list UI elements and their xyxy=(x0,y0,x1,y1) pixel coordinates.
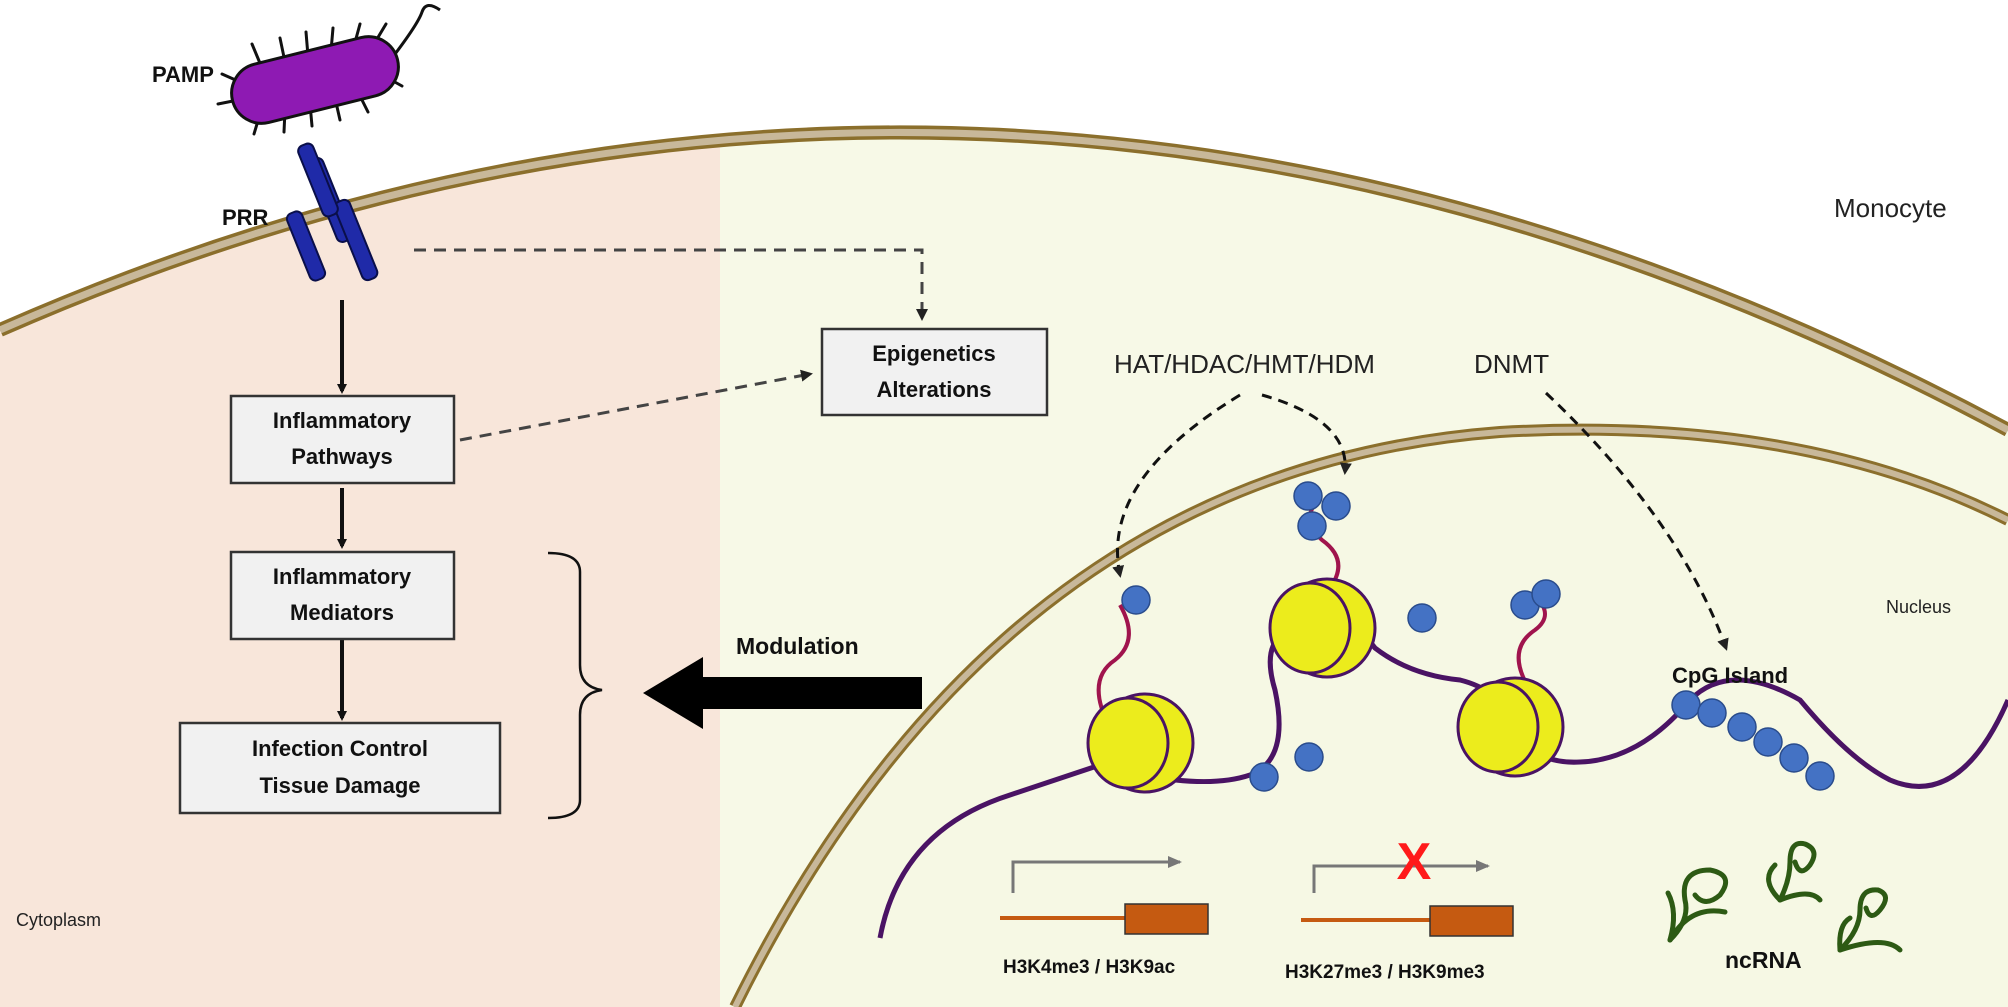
arrow-enzymes-to-nucleosome-1 xyxy=(1112,393,1241,578)
monocyte-label: Monocyte xyxy=(1834,193,1947,223)
gene-active-label: H3K4me3 / H3K9ac xyxy=(1003,957,1176,978)
epigenetics-box: Epigenetics Alterations xyxy=(820,327,1049,417)
dnmt-label: DNMT xyxy=(1474,349,1549,379)
pathways-box: Inflammatory Pathways xyxy=(229,394,456,485)
pathways-line1: Inflammatory xyxy=(273,408,412,433)
ncrna-icon xyxy=(1665,840,1903,953)
pathways-line2: Pathways xyxy=(291,444,393,469)
arrow-prr-to-epigenetics xyxy=(414,248,928,321)
histone-enzymes-label: HAT/HDAC/HMT/HDM xyxy=(1114,349,1375,379)
epigenetics-line2: Alterations xyxy=(877,377,992,402)
arrow-enzymes-to-nucleosome-2 xyxy=(1261,393,1352,475)
epigenetics-line1: Epigenetics xyxy=(872,341,995,366)
nucleosome-1 xyxy=(1086,692,1195,794)
outcome-line1: Infection Control xyxy=(252,736,428,761)
prr-label: PRR xyxy=(222,205,269,230)
gene-body-active xyxy=(1124,903,1209,935)
mediators-line1: Inflammatory xyxy=(273,564,412,589)
outcome-box: Infection Control Tissue Damage xyxy=(178,721,502,815)
nucleosome-3 xyxy=(1456,676,1565,778)
modulation-arrow xyxy=(643,657,922,729)
transcription-arrow-active xyxy=(1011,856,1182,893)
transcription-arrow-repressed xyxy=(1312,860,1490,893)
cpg-methylation-marks xyxy=(1671,690,1835,791)
pamp-label: PAMP xyxy=(152,62,214,87)
repressed-gene xyxy=(1301,860,1514,937)
grouping-bracket xyxy=(547,551,603,820)
mediators-line2: Mediators xyxy=(290,600,394,625)
bacterium-icon xyxy=(216,4,441,136)
cpg-island-label: CpG Island xyxy=(1672,663,1788,688)
receptor-icon xyxy=(285,142,379,282)
repression-x-mark: X xyxy=(1397,833,1432,891)
ncrna-label: ncRNA xyxy=(1725,947,1802,973)
arrow-dnmt-to-cpg xyxy=(1544,391,1729,651)
modulation-label: Modulation xyxy=(736,633,859,659)
gene-body-repressed xyxy=(1429,905,1514,937)
nucleosome-2 xyxy=(1268,577,1377,679)
nucleus-label: Nucleus xyxy=(1886,597,1951,617)
mediators-box: Inflammatory Mediators xyxy=(229,550,456,641)
active-gene xyxy=(1000,856,1209,935)
cytoplasm-label: Cytoplasm xyxy=(16,910,101,930)
gene-repressed-label: H3K27me3 / H3K9me3 xyxy=(1285,962,1485,983)
epigenetic-marks xyxy=(1121,481,1561,792)
outcome-line2: Tissue Damage xyxy=(259,773,420,798)
